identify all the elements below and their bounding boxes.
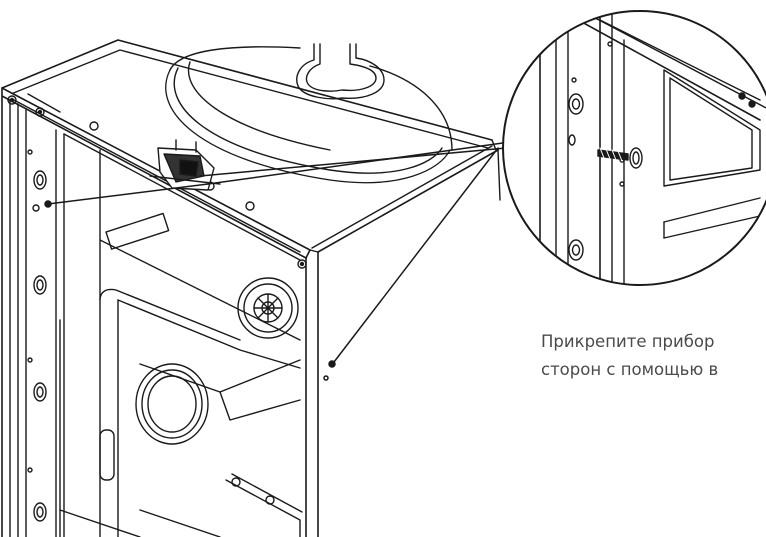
instruction-line-2: сторон с помощью в <box>541 360 719 379</box>
instruction-line-1: Прикрепите прибор <box>541 332 715 351</box>
lower-bracket <box>59 473 303 537</box>
screw <box>597 147 643 169</box>
drum-outline <box>165 46 453 184</box>
port-circle <box>237 277 299 339</box>
keyhole-slot <box>296 43 385 100</box>
drain-circle <box>135 359 301 445</box>
zoom-callout <box>502 10 766 286</box>
left-post-holes <box>27 149 47 522</box>
instruction-caption: Прикрепите прибор сторон с помощью в <box>541 328 766 384</box>
leader-lines <box>44 141 511 381</box>
frame-screws <box>7 95 307 269</box>
back-panel <box>59 133 301 537</box>
cabinet-frame <box>1 39 501 537</box>
top-latch <box>149 139 221 191</box>
